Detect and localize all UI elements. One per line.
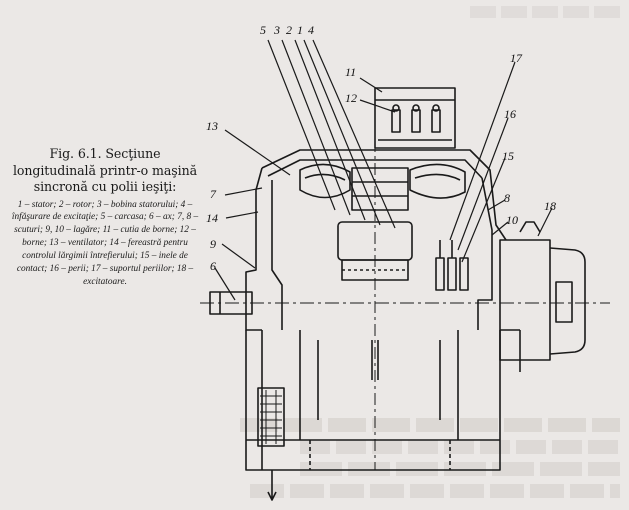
callout-18: 18: [544, 199, 556, 213]
callout-3: 3: [273, 23, 280, 37]
callout-6: 6: [210, 259, 216, 273]
figure-title: Fig. 6.1. Secţiune longitudinală printr-…: [12, 146, 198, 194]
inspection-window: [257, 387, 285, 447]
callout-4: 4: [308, 23, 314, 37]
stator-winding-left: [299, 163, 351, 199]
slip-rings: [435, 257, 469, 291]
callout-14: 14: [206, 211, 218, 225]
callout-16: 16: [504, 107, 516, 121]
housing-top: [261, 149, 507, 241]
callout-9: 9: [210, 237, 216, 251]
callout-2: 2: [286, 23, 292, 37]
brushes: [439, 240, 453, 258]
ghost-text-top: [470, 6, 620, 18]
callout-5: 5: [260, 23, 266, 37]
ghost-text-line-2: [300, 440, 620, 454]
stator-winding-right: [409, 163, 466, 199]
ghost-text-line-3: [300, 462, 620, 476]
drawing-lines: [200, 87, 610, 501]
lower-body: [245, 330, 501, 471]
callout-12: 12: [345, 91, 357, 105]
callout-8: 8: [504, 191, 510, 205]
figure-legend: 1 – stator; 2 – rotor; 3 – bobina stator…: [11, 199, 199, 287]
left-end-shield: [245, 167, 263, 331]
ghost-text-line-4: [250, 484, 620, 498]
callout-7: 7: [210, 187, 217, 201]
ghost-text-line-1: [240, 418, 620, 432]
callout-labels: 5 3 2 1 4 11 12 13 7 14 9 6 17 16 15 8 1…: [206, 23, 556, 273]
terminals: [391, 104, 441, 133]
callout-15: 15: [502, 149, 514, 163]
callout-1: 1: [297, 23, 303, 37]
exciter-top: [519, 221, 541, 233]
window-hatch: [260, 390, 282, 444]
shaft: [209, 291, 253, 315]
callout-17: 17: [510, 51, 523, 65]
callout-10: 10: [506, 213, 518, 227]
stator-core: [351, 167, 409, 211]
terminal-box: [374, 87, 456, 149]
leader-lines: [214, 39, 553, 301]
exciter: [499, 239, 551, 361]
callout-11: 11: [345, 65, 356, 79]
right-end-shield: [477, 177, 493, 330]
exciter-cap: [549, 247, 586, 355]
figure-caption: Fig. 6.1. Secţiune longitudinală printr-…: [8, 146, 202, 289]
callout-13: 13: [206, 119, 218, 133]
arrow-down: [267, 470, 277, 501]
